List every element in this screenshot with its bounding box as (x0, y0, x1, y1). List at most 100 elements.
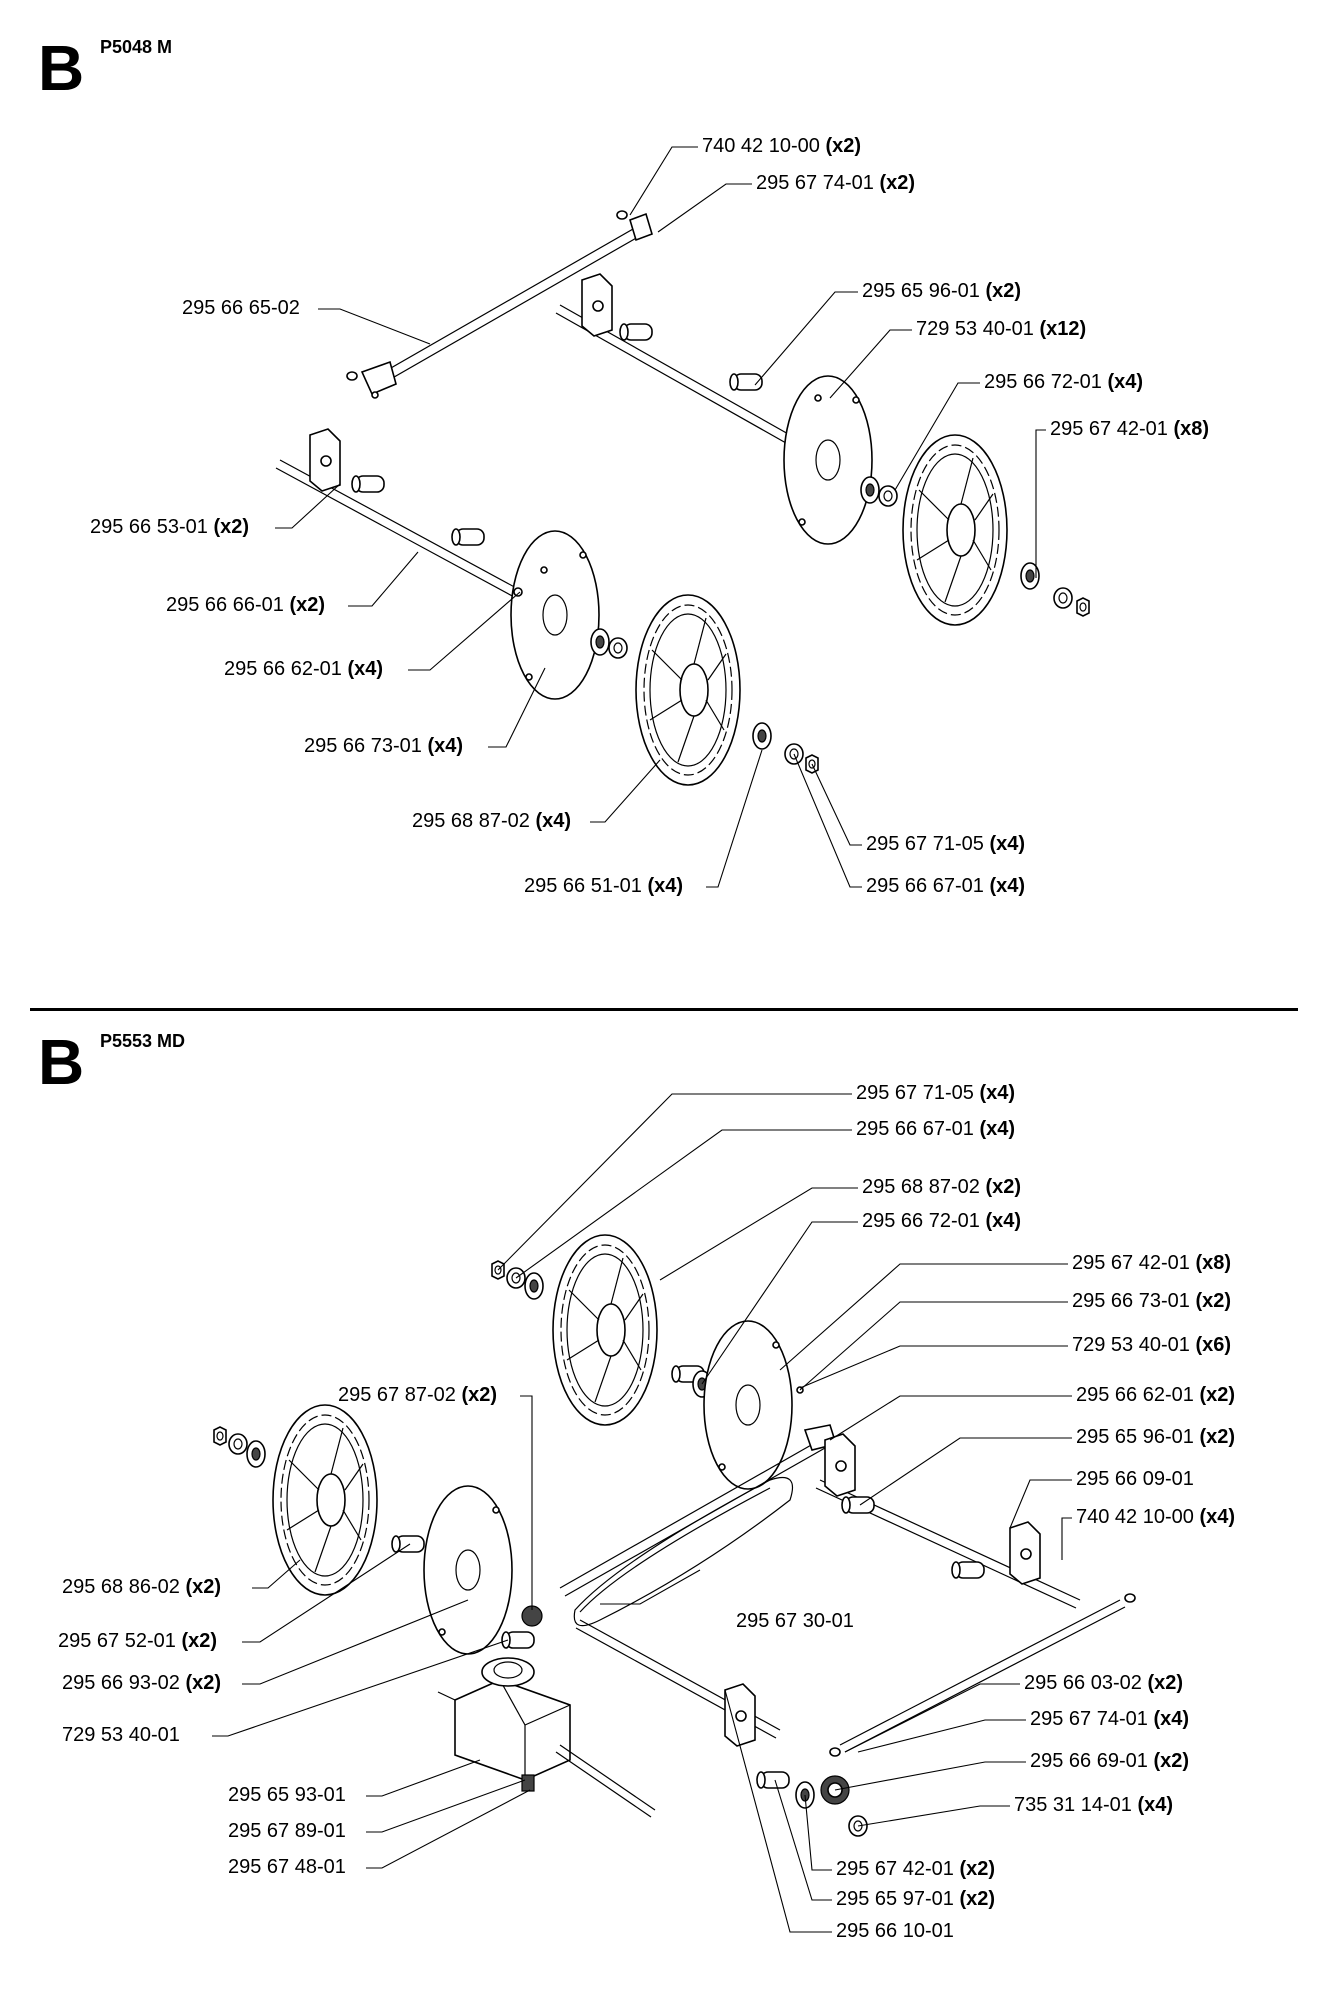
part-label: 295 65 96-01 (x2) (862, 281, 1021, 301)
part-label: 735 31 14-01 (x4) (1014, 1795, 1173, 1815)
axle-icon (555, 273, 791, 444)
part-quantity: (x4) (647, 875, 684, 897)
part-number: 735 31 14-01 (1014, 1794, 1132, 1816)
part-quantity: (x4) (989, 833, 1026, 855)
part-number: 295 67 87-02 (338, 1384, 456, 1406)
part-quantity: (x2) (213, 516, 250, 538)
bearing-icon (246, 1440, 266, 1468)
part-label: 295 66 10-01 (836, 1921, 954, 1941)
part-label: 740 42 10-00 (x4) (1076, 1507, 1235, 1527)
part-label: 295 66 62-01 (x4) (224, 659, 383, 679)
part-number: 295 65 93-01 (228, 1784, 346, 1806)
part-label: 295 65 96-01 (x2) (1076, 1427, 1235, 1447)
part-quantity: (x4) (1199, 1506, 1236, 1528)
part-number: 740 42 10-00 (702, 135, 820, 157)
part-label: 295 66 65-02 (182, 298, 300, 318)
part-label: 295 67 42-01 (x8) (1072, 1253, 1231, 1273)
washer-icon (1053, 587, 1073, 609)
part-number: 295 67 74-01 (756, 172, 874, 194)
part-label: 295 66 73-01 (x4) (304, 736, 463, 756)
part-label: 295 66 93-02 (x2) (62, 1673, 221, 1693)
part-label: 295 67 87-02 (x2) (338, 1385, 497, 1405)
part-quantity: (x4) (1153, 1708, 1190, 1730)
part-quantity: (x4) (979, 1082, 1016, 1104)
part-quantity: (x6) (1195, 1334, 1232, 1356)
part-label: 295 68 87-02 (x4) (412, 811, 571, 831)
part-quantity: (x2) (959, 1858, 996, 1880)
belt-icon (573, 1476, 794, 1627)
part-quantity: (x2) (985, 280, 1022, 302)
part-label: 295 67 30-01 (736, 1611, 854, 1631)
part-quantity: (x2) (1199, 1384, 1236, 1406)
part-label: 295 67 71-05 (x4) (856, 1083, 1015, 1103)
part-label: 295 66 03-02 (x2) (1024, 1673, 1183, 1693)
part-number: 295 67 71-05 (856, 1082, 974, 1104)
wheel-icon (272, 1404, 378, 1596)
section-letter: B (38, 32, 85, 104)
wheel-icon (635, 594, 741, 786)
gear-icon (521, 1605, 850, 1805)
washer-icon (878, 485, 898, 507)
part-number: 295 66 62-01 (224, 658, 342, 680)
part-quantity: (x2) (825, 135, 862, 157)
part-number: 295 66 67-01 (856, 1118, 974, 1140)
part-number: 729 53 40-01 (916, 318, 1034, 340)
part-quantity: (x4) (1107, 371, 1144, 393)
part-number: 295 67 71-05 (866, 833, 984, 855)
part-quantity: (x4) (427, 735, 464, 757)
part-quantity: (x2) (1199, 1426, 1236, 1448)
part-quantity: (x2) (959, 1888, 996, 1910)
part-number: 740 42 10-00 (1076, 1506, 1194, 1528)
part-label: 295 67 48-01 (228, 1857, 346, 1877)
part-quantity: (x4) (989, 875, 1026, 897)
part-label: 295 66 69-01 (x2) (1030, 1751, 1189, 1771)
section-divider (30, 1008, 1298, 1011)
part-number: 729 53 40-01 (62, 1724, 180, 1746)
bearing-icon (590, 628, 610, 656)
washer-icon (228, 1433, 248, 1455)
part-label: 295 66 09-01 (1076, 1469, 1194, 1489)
hubcap-icon (510, 530, 600, 700)
part-number: 295 68 87-02 (412, 810, 530, 832)
part-number: 295 66 51-01 (524, 875, 642, 897)
part-quantity: (x2) (879, 172, 916, 194)
nut-icon (213, 1426, 227, 1446)
washer-icon (608, 637, 628, 659)
part-number: 295 66 72-01 (984, 371, 1102, 393)
part-label: 295 66 73-01 (x2) (1072, 1291, 1231, 1311)
part-label: 295 65 97-01 (x2) (836, 1889, 995, 1909)
adjuster-rod (559, 1424, 1136, 1757)
part-label: 295 66 72-01 (x4) (984, 372, 1143, 392)
part-label: 295 67 42-01 (x8) (1050, 419, 1209, 439)
adjuster-rod (346, 210, 653, 399)
part-number: 295 66 03-02 (1024, 1672, 1142, 1694)
part-number: 295 67 48-01 (228, 1856, 346, 1878)
part-label: 295 67 42-01 (x2) (836, 1859, 995, 1879)
part-quantity: (x8) (1173, 418, 1210, 440)
part-quantity: (x2) (1195, 1290, 1232, 1312)
part-label: 295 66 67-01 (x4) (856, 1119, 1015, 1139)
part-label: 295 66 62-01 (x2) (1076, 1385, 1235, 1405)
part-number: 295 66 09-01 (1076, 1468, 1194, 1490)
part-number: 295 67 74-01 (1030, 1708, 1148, 1730)
part-label: 295 67 74-01 (x2) (756, 173, 915, 193)
part-number: 295 66 66-01 (166, 594, 284, 616)
leader-lines (212, 1093, 1072, 1933)
part-label: 295 67 52-01 (x2) (58, 1631, 217, 1651)
part-number: 295 66 73-01 (304, 735, 422, 757)
part-label: 740 42 10-00 (x2) (702, 136, 861, 156)
bearing-icon (752, 722, 772, 750)
part-label: 729 53 40-01 (x6) (1072, 1335, 1231, 1355)
part-label: 295 66 66-01 (x2) (166, 595, 325, 615)
part-number: 295 67 52-01 (58, 1630, 176, 1652)
part-quantity: (x4) (1137, 1794, 1174, 1816)
part-label: 295 66 51-01 (x4) (524, 876, 683, 896)
wheel-icon (902, 434, 1008, 626)
bearing-icon (860, 476, 880, 504)
part-quantity: (x4) (347, 658, 384, 680)
part-number: 295 66 93-02 (62, 1672, 180, 1694)
part-number: 295 66 67-01 (866, 875, 984, 897)
part-label: 295 66 72-01 (x4) (862, 1211, 1021, 1231)
part-number: 295 66 73-01 (1072, 1290, 1190, 1312)
